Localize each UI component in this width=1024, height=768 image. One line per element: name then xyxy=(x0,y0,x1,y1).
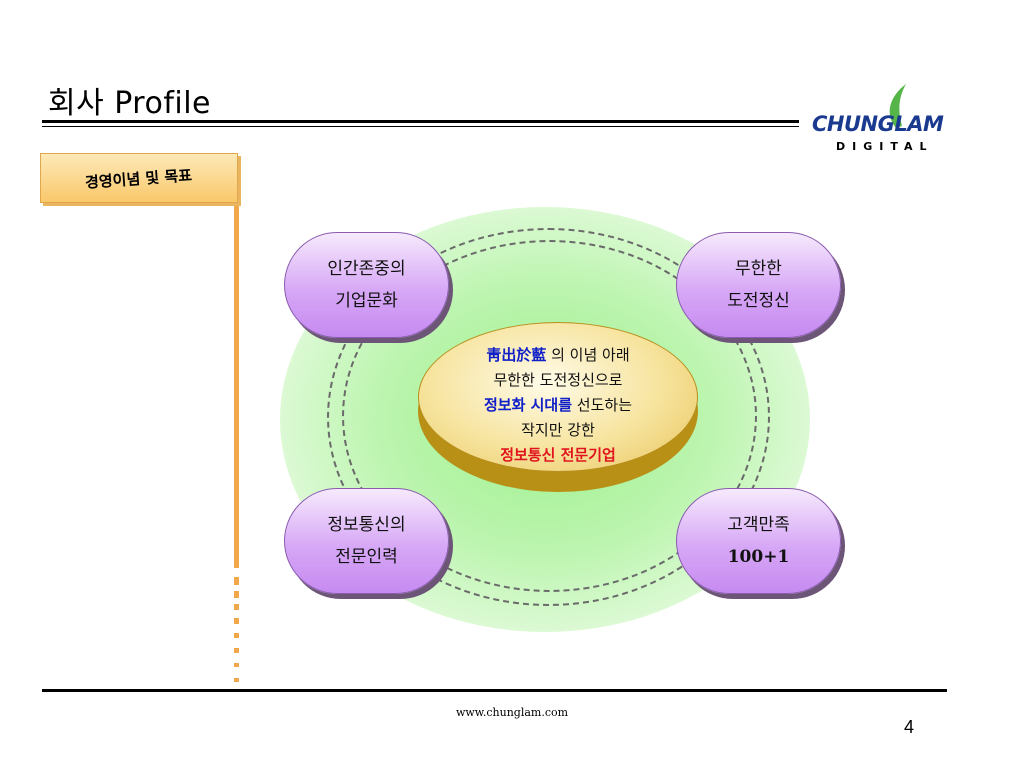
side-dash xyxy=(234,618,239,624)
pill-top-right-line1: 무한한 xyxy=(735,259,782,279)
center-line3-highlight: 정보화 시대를 xyxy=(484,396,573,414)
section-tab-label: 경영이념 및 목표 xyxy=(85,165,194,192)
dashed-ring-outer xyxy=(327,228,770,606)
center-line1-rest: 의 이념 아래 xyxy=(546,346,630,364)
page-number: 4 xyxy=(904,717,915,737)
pill-top-right: 무한한 도전정신 xyxy=(676,232,841,338)
logo-subtitle: DIGITAL xyxy=(836,140,934,153)
company-logo: CHUNGLAM DIGITAL xyxy=(812,80,972,160)
footer-url: www.chunglam.com xyxy=(455,706,569,719)
dashed-ring-inner xyxy=(342,240,757,592)
pill-bottom-right: 고객만족 100+1 xyxy=(676,488,841,594)
pill-top-right-line2: 도전정신 xyxy=(727,291,790,311)
side-dash xyxy=(234,591,239,598)
pill-top-left-line1: 인간존중의 xyxy=(327,259,406,279)
header-rule xyxy=(42,120,799,123)
pill-top-left-line2: 기업문화 xyxy=(335,291,398,311)
header-rule-thin xyxy=(42,126,799,127)
center-line2: 무한한 도전정신으로 xyxy=(493,371,623,389)
pill-bottom-left-line2: 전문인력 xyxy=(335,547,398,567)
side-dash xyxy=(234,648,239,653)
side-dash xyxy=(234,577,239,585)
logo-swoosh-icon xyxy=(889,84,906,128)
center-line5: 정보통신 전문기업 xyxy=(500,446,616,464)
page-title: 회사 Profile xyxy=(48,86,212,121)
center-statement: 靑出於藍 의 이념 아래 무한한 도전정신으로 정보화 시대를 선도하는 작지만… xyxy=(418,343,698,468)
side-dash xyxy=(234,633,239,638)
side-dash xyxy=(234,663,239,667)
side-dash xyxy=(234,604,239,610)
pill-bottom-left-line1: 정보통신의 xyxy=(327,515,406,535)
pill-top-left: 인간존중의 기업문화 xyxy=(284,232,449,338)
section-side-bar xyxy=(234,206,239,568)
section-tab: 경영이념 및 목표 xyxy=(40,153,238,203)
center-line4: 작지만 강한 xyxy=(521,421,595,439)
logo-wordmark: CHUNGLAM xyxy=(812,112,944,136)
footer-rule xyxy=(42,689,947,692)
pill-bottom-right-line1: 고객만족 xyxy=(727,515,790,535)
center-motto: 靑出於藍 xyxy=(486,346,547,364)
center-line3-rest: 선도하는 xyxy=(572,396,632,414)
pill-bottom-right-line2: 100+1 xyxy=(727,547,790,567)
side-dash xyxy=(234,678,239,682)
center-disc xyxy=(418,322,698,472)
pill-bottom-left: 정보통신의 전문인력 xyxy=(284,488,449,594)
